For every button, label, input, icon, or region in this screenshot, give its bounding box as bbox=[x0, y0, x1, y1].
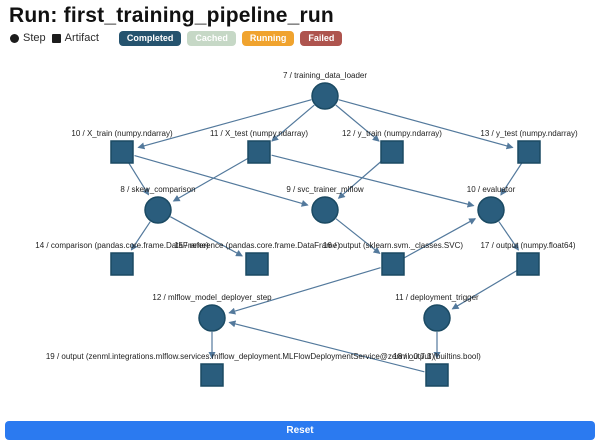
edge-art10-step8 bbox=[128, 162, 150, 196]
status-badge-completed: Completed bbox=[118, 31, 182, 46]
node-label-art11: 11 / X_test (numpy.ndarray) bbox=[210, 129, 308, 138]
legend-artifact-label: Artifact bbox=[64, 32, 99, 45]
artifact-node-art16[interactable] bbox=[381, 252, 405, 276]
edge-art13-step10 bbox=[500, 162, 523, 196]
edge-step7-art10 bbox=[137, 99, 312, 150]
edge-art17-step11 bbox=[451, 270, 518, 310]
legend-step: Step bbox=[10, 32, 46, 44]
node-label-art14: 14 / comparison (pandas.core.frame.DataF… bbox=[35, 241, 209, 250]
node-label-art10: 10 / X_train (numpy.ndarray) bbox=[71, 129, 173, 138]
node-label-step10: 10 / evaluator bbox=[467, 185, 516, 194]
node-label-step9: 9 / svc_trainer_mlflow bbox=[286, 185, 364, 194]
step-circle-icon bbox=[10, 33, 19, 43]
artifact-node-art14[interactable] bbox=[110, 252, 134, 276]
status-badge-cached: Cached bbox=[187, 31, 236, 46]
step-node-step7[interactable] bbox=[311, 82, 339, 110]
node-label-step12: 12 / mlflow_model_deployer_step bbox=[152, 293, 272, 302]
artifact-node-art17[interactable] bbox=[516, 252, 540, 276]
node-label-step11: 11 / deployment_trigger bbox=[395, 293, 479, 302]
edge-art11-step8 bbox=[172, 157, 249, 202]
step-node-step9[interactable] bbox=[311, 196, 339, 224]
step-node-step10[interactable] bbox=[477, 196, 505, 224]
artifact-node-art13[interactable] bbox=[517, 140, 541, 164]
legend-artifact: Artifact bbox=[51, 32, 99, 45]
edge-step7-art11 bbox=[271, 104, 315, 142]
artifact-node-art10[interactable] bbox=[110, 140, 134, 164]
edge-step8-art14 bbox=[130, 221, 151, 251]
node-label-art19: 19 / output (zenml.integrations.mlflow.s… bbox=[46, 352, 435, 361]
artifact-square-icon bbox=[51, 33, 61, 43]
node-label-art17: 17 / output (numpy.float64) bbox=[480, 241, 575, 250]
node-label-art13: 13 / y_test (numpy.ndarray) bbox=[480, 129, 578, 138]
node-label-art12: 12 / y_train (numpy.ndarray) bbox=[342, 129, 442, 138]
artifact-node-art15[interactable] bbox=[245, 252, 269, 276]
legend-step-label: Step bbox=[23, 32, 46, 45]
node-label-art16: 16 / output (sklearn.svm._classes.SVC) bbox=[323, 241, 463, 250]
node-label-art15: 15 / reference (pandas.core.frame.DataFr… bbox=[174, 241, 340, 250]
edge-step8-art15 bbox=[170, 216, 243, 257]
artifact-node-art19[interactable] bbox=[200, 363, 224, 387]
page-title: Run: first_training_pipeline_run bbox=[9, 4, 334, 27]
artifact-node-art11[interactable] bbox=[247, 140, 271, 164]
edge-art12-step9 bbox=[337, 160, 383, 199]
node-label-step7: 7 / training_data_loader bbox=[283, 71, 367, 80]
edge-art18-step12 bbox=[228, 320, 425, 373]
status-badge-failed: Failed bbox=[300, 31, 343, 46]
status-badges: Completed Cached Running Failed bbox=[118, 31, 343, 46]
status-badge-running: Running bbox=[241, 31, 295, 46]
step-node-step8[interactable] bbox=[144, 196, 172, 224]
edge-art10-step9 bbox=[134, 154, 309, 207]
page-header: Run: first_training_pipeline_run bbox=[9, 4, 334, 28]
edge-art16-step10 bbox=[404, 218, 477, 259]
artifact-node-art18[interactable] bbox=[425, 363, 449, 387]
node-label-art18: 18 / output (builtins.bool) bbox=[393, 352, 481, 361]
step-node-step12[interactable] bbox=[198, 304, 226, 332]
legend: Step Artifact Completed Cached Running Fail… bbox=[10, 31, 343, 46]
node-label-step8: 8 / skew_comparison bbox=[120, 185, 195, 194]
edge-step9-art16 bbox=[335, 218, 381, 255]
reset-button[interactable]: Reset bbox=[5, 421, 595, 440]
edge-step10-art17 bbox=[498, 221, 519, 251]
edge-art16-step12 bbox=[228, 267, 381, 315]
step-node-step11[interactable] bbox=[423, 304, 451, 332]
edge-step7-art13 bbox=[338, 99, 514, 150]
edge-art11-step10 bbox=[271, 154, 475, 208]
edge-step7-art12 bbox=[335, 104, 380, 142]
artifact-node-art12[interactable] bbox=[380, 140, 404, 164]
